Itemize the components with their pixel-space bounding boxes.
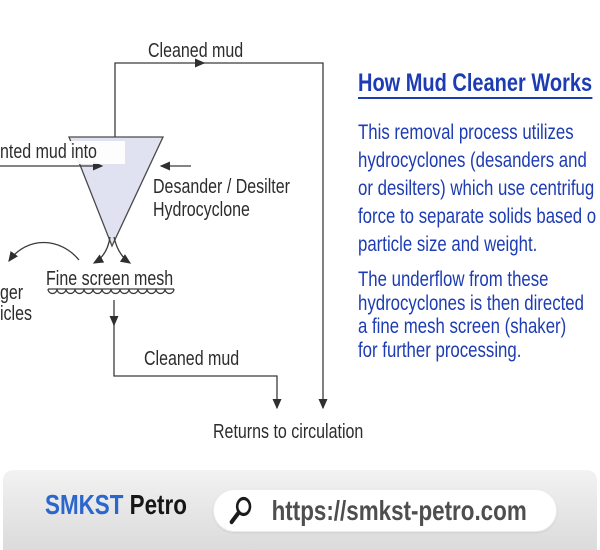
label-cleaned-mud-bottom: Cleaned mud bbox=[144, 348, 240, 370]
label-desander-desilter: Desander / Desilter Hydrocyclone bbox=[153, 176, 290, 221]
label-mud-inlet: nted mud into bbox=[0, 141, 126, 164]
underflow-right-arrow bbox=[113, 236, 132, 264]
shaker-outflow-line bbox=[113, 300, 282, 410]
article-paragraph-1: This removal process utilizes hydrocyclo… bbox=[358, 121, 597, 256]
label-returns-to-circulation: Returns to circulation bbox=[213, 421, 364, 443]
search-icon bbox=[229, 496, 252, 524]
article-title: How Mud Cleaner Works bbox=[358, 69, 593, 99]
hydrocyclone-funnel-shape bbox=[68, 136, 165, 248]
overflow-return-line bbox=[114, 62, 328, 410]
url-search-pill[interactable]: https://smkst-petro.com bbox=[213, 489, 557, 532]
mud-cleaner-flow-diagram bbox=[0, 58, 328, 410]
label-fine-screen-mesh: Fine screen mesh bbox=[46, 268, 174, 290]
url-pill-content: https://smkst-petro.com bbox=[214, 496, 527, 526]
article-paragraph-2: The underflow from these hydrocyclones i… bbox=[358, 268, 584, 362]
label-particles-fragment: icles bbox=[0, 303, 33, 325]
underflow-left-arrow bbox=[92, 236, 111, 264]
screen-mesh-scallops bbox=[47, 288, 175, 295]
label-larger-fragment: ger bbox=[0, 282, 24, 304]
larger-particles-arc-arrow bbox=[8, 241, 80, 263]
brand-logo: SMKST Petro bbox=[45, 489, 187, 520]
label-cleaned-mud-top: Cleaned mud bbox=[148, 40, 244, 62]
url-text: https://smkst-petro.com bbox=[271, 494, 527, 526]
